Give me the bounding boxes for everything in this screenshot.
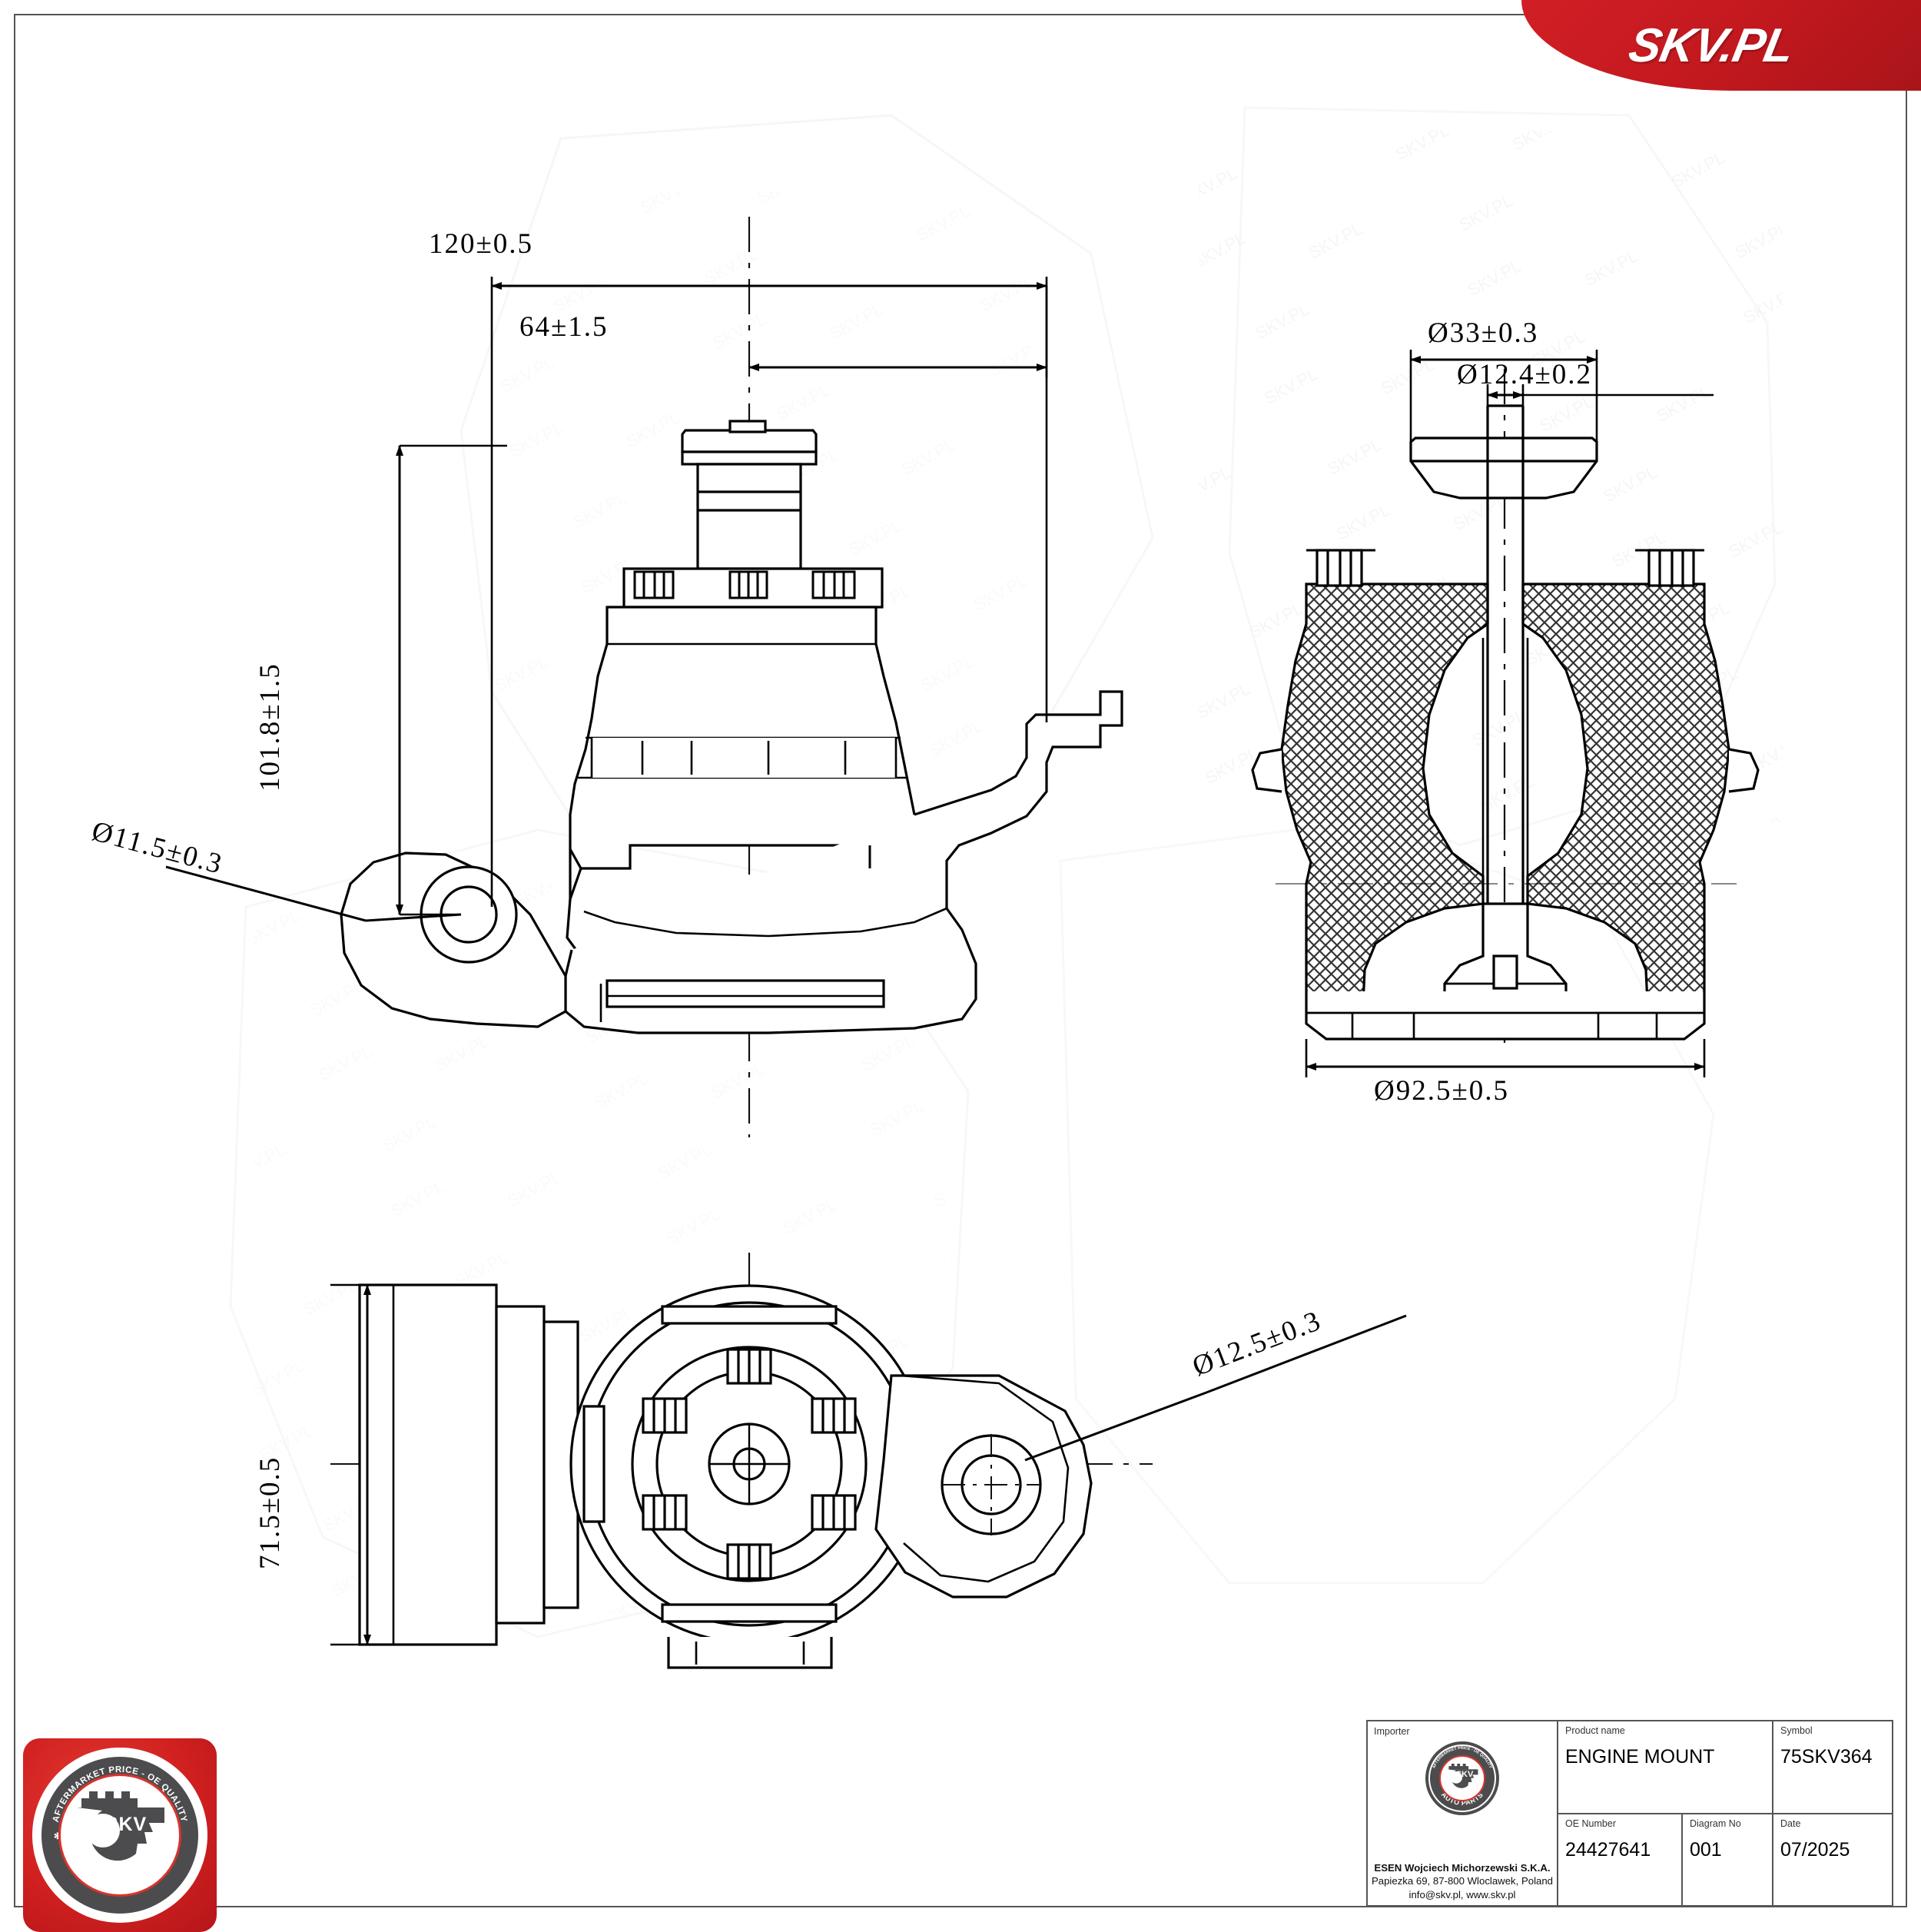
dimension-body-dia: Ø92.5±0.5 — [1374, 1075, 1510, 1107]
logo-gear-icon — [1447, 1763, 1478, 1788]
brand-banner-text: SKV.PL — [1624, 18, 1798, 72]
oe-number-label: OE Number — [1565, 1818, 1616, 1829]
diagram-no-value: 001 — [1690, 1838, 1722, 1861]
date-label: Date — [1780, 1818, 1801, 1829]
dimension-depth-overall: 71.5±0.5 — [254, 1456, 286, 1569]
importer-address-block: ESEN Wojciech Michorzewski S.K.A. Papiez… — [1368, 1861, 1557, 1901]
importer-company: ESEN Wojciech Michorzewski S.K.A. — [1374, 1861, 1551, 1874]
oe-number-value: 24427641 — [1565, 1838, 1651, 1861]
dimension-bolt-offset: 64±1.5 — [519, 311, 609, 343]
importer-address: Papiezka 69, 87-800 Wloclawek, Poland — [1371, 1875, 1554, 1887]
symbol-value: 75SKV364 — [1780, 1745, 1873, 1768]
dimension-height-overall: 101.8±1.5 — [254, 662, 286, 792]
oe-number-cell: OE Number 24427641 — [1558, 1814, 1683, 1907]
badge-star-left-icon: ✻ — [54, 1832, 61, 1841]
dimension-stud-dia: Ø12.4±0.2 — [1457, 359, 1593, 390]
symbol-cell: Symbol 75SKV364 — [1773, 1721, 1892, 1813]
title-block-row-2: OE Number 24427641 Diagram No 001 Date 0… — [1558, 1814, 1892, 1907]
product-name-cell: Product name ENGINE MOUNT — [1558, 1721, 1773, 1813]
product-name-label: Product name — [1565, 1725, 1625, 1736]
symbol-label: Symbol — [1780, 1725, 1813, 1736]
importer-contact: info@skv.pl, www.skv.pl — [1408, 1888, 1516, 1900]
dimension-lines-plan-view — [330, 1283, 1407, 1646]
dimension-lines-section-view — [1305, 350, 1714, 1077]
dimension-lines-front-view — [165, 277, 1048, 922]
cross-section-view — [1251, 369, 1760, 1045]
diagram-no-label: Diagram No — [1690, 1818, 1741, 1829]
title-block: Importer AFTERMARKET PRICE - OE QUALITY — [1366, 1720, 1893, 1907]
date-value: 07/2025 — [1780, 1838, 1850, 1861]
product-name-value: ENGINE MOUNT — [1565, 1745, 1715, 1768]
diagram-no-cell: Diagram No 001 — [1683, 1814, 1773, 1907]
skv-logo: AFTERMARKET PRICE - OE QUALITY AUTO PART… — [1425, 1741, 1499, 1815]
title-block-fields: Product name ENGINE MOUNT Symbol 75SKV36… — [1558, 1721, 1892, 1907]
importer-label: Importer — [1374, 1726, 1410, 1737]
gear-icon — [77, 1791, 164, 1861]
dimension-width-overall: 120±0.5 — [429, 228, 534, 260]
top-plan-view — [330, 1253, 1153, 1669]
logo-center-label: SKV — [1455, 1770, 1474, 1779]
title-block-importer-cell: Importer AFTERMARKET PRICE - OE QUALITY — [1368, 1721, 1558, 1905]
title-block-row-1: Product name ENGINE MOUNT Symbol 75SKV36… — [1558, 1721, 1892, 1814]
date-cell: Date 07/2025 — [1773, 1814, 1892, 1907]
drawing-frame — [14, 14, 1907, 1907]
dimension-stud-head-dia: Ø33±0.3 — [1428, 317, 1539, 349]
auto-parts-badge: ✻ ✻ AFTERMARKET PRICE - OE QUALITY AUTO … — [23, 1738, 217, 1932]
